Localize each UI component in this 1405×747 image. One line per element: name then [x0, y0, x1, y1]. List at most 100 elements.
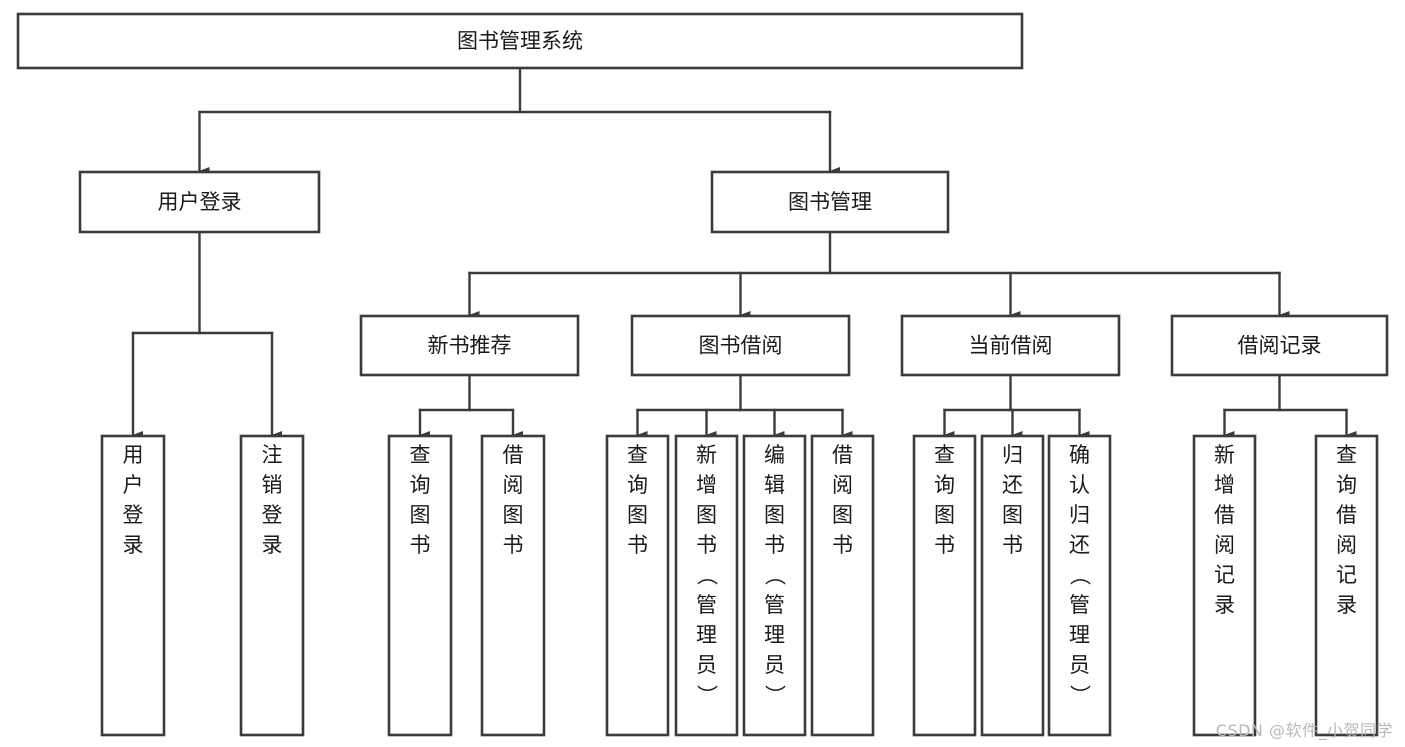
node-label-leaf_5-glyph-4: （: [695, 565, 719, 586]
node-label-leaf_9-glyph-2: 图: [1002, 503, 1023, 527]
node-label-leaf_6-glyph-5: 管: [764, 593, 785, 617]
node-label-leaf_8-glyph-0: 查: [934, 443, 955, 467]
node-label-leaf_10-glyph-6: 理: [1069, 623, 1090, 647]
node-label-leaf_3-glyph-3: 书: [503, 533, 524, 557]
node-box-leaf_5[interactable]: [674, 434, 739, 737]
node-label-leaf_8-glyph-1: 询: [934, 473, 955, 497]
node-label-l2_1: 图书借阅: [699, 334, 783, 358]
node-label-leaf_10-glyph-2: 归: [1069, 503, 1090, 527]
node-label-l1_1: 图书管理: [788, 190, 872, 214]
node-label-leaf_12-glyph-3: 阅: [1336, 533, 1357, 557]
node-box-l1_1[interactable]: [710, 170, 950, 234]
node-box-leaf_11[interactable]: [1192, 434, 1257, 737]
node-box-l2_0[interactable]: [359, 314, 580, 377]
node-label-leaf_3-glyph-2: 图: [503, 503, 524, 527]
node-label-leaf_4-glyph-1: 询: [627, 473, 648, 497]
node-label-leaf_0-glyph-3: 录: [123, 533, 144, 557]
node-label-leaf_11-glyph-4: 记: [1214, 563, 1235, 587]
node-label-leaf_10-glyph-4: （: [1068, 565, 1092, 586]
node-label-leaf_10-glyph-8: ）: [1068, 685, 1092, 706]
node-box-l2_3[interactable]: [1170, 314, 1389, 377]
node-label-leaf_10-glyph-0: 确: [1069, 443, 1090, 467]
node-box-leaf_9[interactable]: [980, 434, 1045, 737]
node-box-leaf_12[interactable]: [1314, 434, 1379, 737]
watermark-label: CSDN @软件_小贺同学: [1215, 721, 1393, 740]
node-label-leaf_12-glyph-2: 借: [1336, 503, 1357, 527]
node-l2_2[interactable]: 当前借阅: [900, 314, 1121, 377]
node-label-leaf_5-glyph-2: 图: [696, 503, 717, 527]
node-label-leaf_11-glyph-0: 新: [1214, 443, 1235, 467]
node-label-leaf_1-glyph-1: 销: [262, 473, 283, 497]
node-box-l2_2[interactable]: [900, 314, 1121, 377]
node-label-leaf_9-glyph-3: 书: [1002, 533, 1023, 557]
node-label-leaf_7-glyph-3: 书: [832, 533, 853, 557]
node-label-leaf_4-glyph-3: 书: [627, 533, 648, 557]
node-box-leaf_0[interactable]: [100, 434, 166, 737]
node-label-leaf_0-glyph-0: 用: [123, 443, 144, 467]
node-label-leaf_11-glyph-3: 阅: [1214, 533, 1235, 557]
node-label-leaf_0-glyph-2: 登: [123, 503, 144, 527]
node-label-leaf_10-glyph-3: 还: [1069, 533, 1090, 557]
node-label-leaf_2-glyph-2: 图: [410, 503, 431, 527]
node-label-l2_2: 当前借阅: [969, 334, 1053, 358]
node-l2_0[interactable]: 新书推荐: [359, 314, 580, 377]
node-l2_3[interactable]: 借阅记录: [1170, 314, 1389, 377]
node-label-leaf_12-glyph-1: 询: [1336, 473, 1357, 497]
node-label-leaf_4-glyph-2: 图: [627, 503, 648, 527]
node-label-l1_0: 用户登录: [158, 190, 242, 214]
node-box-leaf_6[interactable]: [742, 434, 807, 737]
node-label-leaf_10-glyph-1: 认: [1069, 473, 1090, 497]
node-label-leaf_2-glyph-0: 查: [410, 443, 431, 467]
node-label-leaf_1-glyph-3: 录: [262, 533, 283, 557]
node-box-l2_1[interactable]: [630, 314, 851, 377]
node-leaf_0[interactable]: 用户登录: [100, 434, 166, 737]
node-box-leaf_1[interactable]: [239, 434, 305, 737]
node-label-leaf_5-glyph-5: 管: [696, 593, 717, 617]
node-label-leaf_5-glyph-7: 员: [696, 653, 717, 677]
node-label-root: 图书管理系统: [457, 29, 583, 53]
node-label-leaf_11-glyph-2: 借: [1214, 503, 1235, 527]
node-box-leaf_2[interactable]: [387, 434, 453, 737]
node-label-leaf_1-glyph-2: 登: [262, 503, 283, 527]
node-label-leaf_7-glyph-1: 阅: [832, 473, 853, 497]
node-label-leaf_12-glyph-4: 记: [1336, 563, 1357, 587]
node-l2_1[interactable]: 图书借阅: [630, 314, 851, 377]
node-box-leaf_10[interactable]: [1047, 434, 1112, 737]
node-label-leaf_12-glyph-5: 录: [1336, 593, 1357, 617]
node-label-leaf_5-glyph-0: 新: [696, 443, 717, 467]
node-l1_0[interactable]: 用户登录: [78, 170, 321, 234]
node-label-l2_3: 借阅记录: [1238, 334, 1322, 358]
node-box-leaf_8[interactable]: [912, 434, 977, 737]
node-box-leaf_3[interactable]: [480, 434, 546, 737]
node-label-leaf_3-glyph-0: 借: [503, 443, 524, 467]
node-box-root[interactable]: [16, 12, 1024, 70]
node-box-leaf_7[interactable]: [810, 434, 875, 737]
node-label-leaf_5-glyph-1: 增: [696, 473, 717, 497]
node-l1_1[interactable]: 图书管理: [710, 170, 950, 234]
node-box-leaf_4[interactable]: [605, 434, 670, 737]
node-label-l2_0: 新书推荐: [428, 334, 512, 358]
node-root[interactable]: 图书管理系统: [16, 12, 1024, 70]
node-label-leaf_5-glyph-6: 理: [696, 623, 717, 647]
node-label-leaf_7-glyph-2: 图: [832, 503, 853, 527]
node-label-leaf_10-glyph-5: 管: [1069, 593, 1090, 617]
node-box-l1_0[interactable]: [78, 170, 321, 234]
node-label-leaf_5-glyph-3: 书: [696, 533, 717, 557]
node-label-leaf_6-glyph-3: 书: [764, 533, 785, 557]
node-label-leaf_0-glyph-1: 户: [123, 473, 144, 497]
node-label-leaf_9-glyph-0: 归: [1002, 443, 1023, 467]
